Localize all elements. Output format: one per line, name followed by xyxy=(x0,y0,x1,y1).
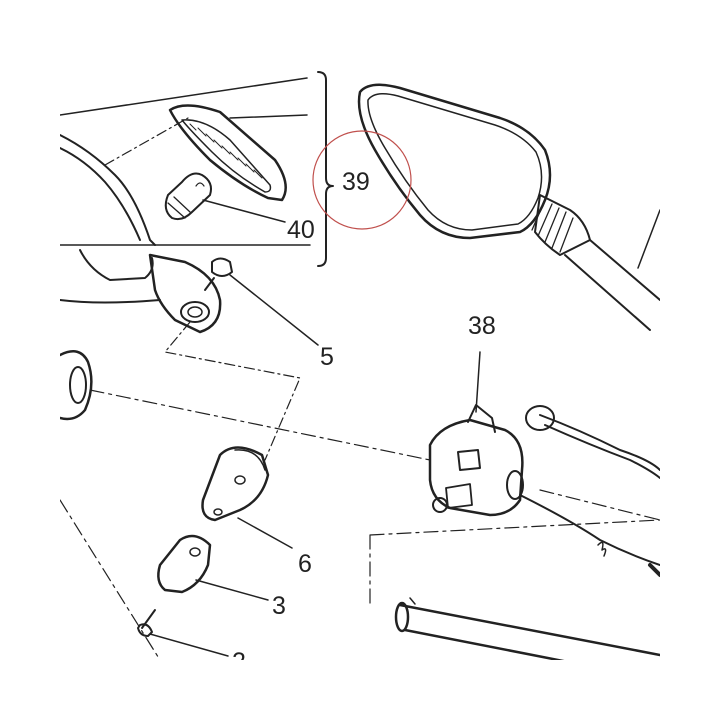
mirror-assembly xyxy=(357,83,660,331)
leader-line xyxy=(149,633,229,657)
throttle-cable xyxy=(525,405,660,479)
leader-line xyxy=(202,199,286,223)
clamp-3 xyxy=(157,534,269,601)
callout-40: 40 xyxy=(287,216,315,244)
handlebar-tube xyxy=(394,597,660,660)
bulb xyxy=(164,172,212,221)
callout-3: 3 xyxy=(272,592,286,620)
leader-line xyxy=(475,351,481,413)
centerline xyxy=(104,117,189,166)
leader-line xyxy=(637,209,660,269)
centerline xyxy=(164,321,301,461)
fairing-lower xyxy=(60,249,161,304)
mirror-boot xyxy=(534,194,591,256)
mirror-boot-ribs xyxy=(531,199,574,253)
assembly-bracket xyxy=(317,71,334,267)
centerline xyxy=(539,489,660,521)
leader-line xyxy=(195,579,269,601)
mount-bracket xyxy=(148,253,222,334)
mirror-housing-inner xyxy=(367,93,543,231)
leader-line xyxy=(60,77,308,116)
callout-2: 2 xyxy=(232,648,246,676)
centerline xyxy=(369,519,660,606)
leader-line xyxy=(237,517,293,549)
highlight-circle xyxy=(312,130,412,230)
callout-6: 6 xyxy=(298,550,312,578)
callout-39: 39 xyxy=(342,168,370,196)
screw-5 xyxy=(204,257,319,346)
callout-5: 5 xyxy=(320,343,334,371)
cable-connector xyxy=(648,563,660,577)
fairing-outline xyxy=(60,134,156,246)
centerline xyxy=(60,499,161,660)
switch-cable xyxy=(519,494,660,566)
turn-indicator-assembly xyxy=(60,77,311,304)
bar-end-weight xyxy=(60,350,93,421)
lens-ribs xyxy=(189,123,263,179)
clamp-6 xyxy=(201,446,293,549)
switch-housing-38 xyxy=(428,351,660,577)
callout-38: 38 xyxy=(468,312,496,340)
leader-line xyxy=(229,274,319,346)
mirror-housing xyxy=(357,83,552,240)
centerline xyxy=(89,389,431,461)
indicator-lens-inner xyxy=(181,119,272,193)
mirror-stem xyxy=(564,239,660,331)
indicator-lens xyxy=(168,104,287,202)
leader-line xyxy=(229,114,308,119)
screw-2 xyxy=(137,609,229,657)
